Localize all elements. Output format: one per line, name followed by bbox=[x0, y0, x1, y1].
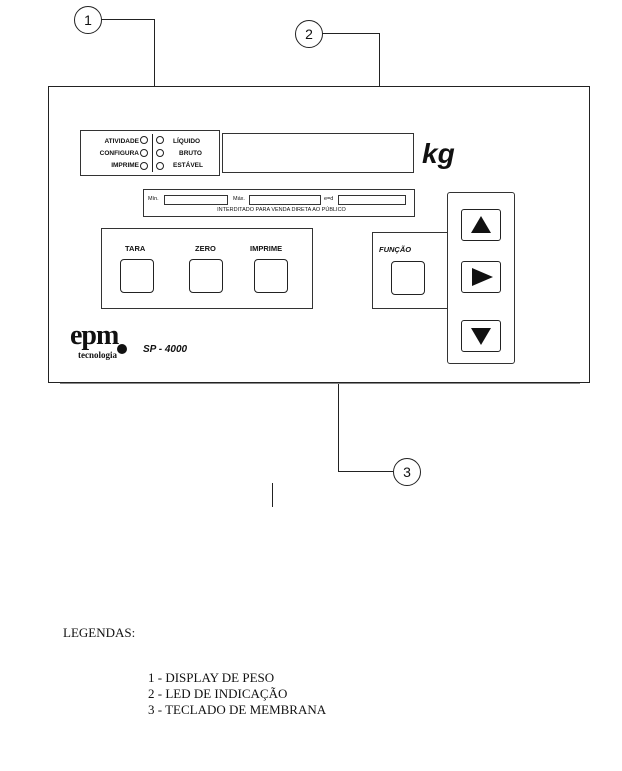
funcao-label: FUNÇÃO bbox=[379, 245, 412, 254]
led-label-bruto: BRUTO bbox=[179, 150, 202, 157]
imprime-button[interactable] bbox=[254, 259, 288, 293]
right-arrow-icon bbox=[472, 268, 493, 286]
weight-display bbox=[222, 133, 414, 173]
brand-subtitle: tecnologia bbox=[78, 350, 117, 360]
right-arrow-button[interactable] bbox=[461, 261, 501, 293]
limits-plate: Mín. Máx. e=d INTERDITADO PARA VENDA DIR… bbox=[143, 189, 415, 217]
led-estavel bbox=[156, 162, 164, 170]
funcao-button[interactable] bbox=[391, 261, 425, 295]
callout-3-leader-e bbox=[338, 471, 393, 472]
max-label: Máx. bbox=[233, 196, 245, 202]
led-label-atividade: ATIVIDADE bbox=[104, 138, 139, 145]
callout-2: 2 bbox=[295, 20, 323, 48]
zero-label: ZERO bbox=[195, 244, 216, 253]
callout-1-leader-h bbox=[100, 19, 154, 20]
brand-logo: epm bbox=[70, 320, 119, 351]
led-imprime bbox=[140, 162, 148, 170]
led-atividade bbox=[140, 136, 148, 144]
led-label-liquido: LÍQUIDO bbox=[173, 138, 201, 145]
function-key-area: FUNÇÃO bbox=[372, 232, 448, 309]
imprime-label: IMPRIME bbox=[250, 244, 283, 253]
up-arrow-icon bbox=[471, 216, 491, 233]
led-configura bbox=[140, 149, 148, 157]
tara-button[interactable] bbox=[120, 259, 154, 293]
up-arrow-button[interactable] bbox=[461, 209, 501, 241]
callout-1: 1 bbox=[74, 6, 102, 34]
arrow-keypad bbox=[447, 192, 515, 364]
limits-notice: INTERDITADO PARA VENDA DIRETA AO PÚBLICO bbox=[217, 207, 346, 213]
legend-title: LEGENDAS: bbox=[63, 625, 136, 640]
callout-2-leader-h bbox=[321, 33, 379, 34]
callout-3: 3 bbox=[393, 458, 421, 486]
led-divider bbox=[152, 134, 153, 172]
led-indicator-panel: ATIVIDADE CONFIGURA IMPRIME LÍQUIDO BRUT… bbox=[80, 130, 220, 176]
down-arrow-icon bbox=[471, 328, 491, 345]
callout-3-leader-d bbox=[338, 347, 339, 471]
callout-1-leader-v bbox=[154, 19, 155, 143]
legend-item-1: 1 - DISPLAY DE PESO bbox=[148, 670, 275, 685]
led-liquido bbox=[156, 136, 164, 144]
led-label-imprime: IMPRIME bbox=[111, 162, 139, 169]
panel-bottom-shadow bbox=[60, 383, 580, 384]
legend-item-3: 3 - TECLADO DE MEMBRANA bbox=[148, 702, 327, 717]
center-mark bbox=[272, 483, 273, 507]
zero-button[interactable] bbox=[189, 259, 223, 293]
brand-dot-icon bbox=[117, 344, 127, 354]
led-bruto bbox=[156, 149, 164, 157]
min-field bbox=[164, 195, 228, 205]
down-arrow-button[interactable] bbox=[461, 320, 501, 352]
tara-label: TARA bbox=[125, 244, 146, 253]
e-label: e=d bbox=[324, 196, 334, 202]
membrane-keypad: TARA ZERO IMPRIME bbox=[101, 228, 313, 309]
led-label-configura: CONFIGURA bbox=[99, 150, 139, 157]
max-field bbox=[249, 195, 321, 205]
e-field bbox=[338, 195, 406, 205]
unit-label: kg bbox=[422, 138, 455, 169]
min-label: Mín. bbox=[148, 196, 159, 202]
legend-item-2: 2 - LED DE INDICAÇÃO bbox=[148, 686, 288, 701]
model-label: SP - 4000 bbox=[143, 344, 188, 355]
led-label-estavel: ESTÁVEL bbox=[173, 162, 203, 169]
